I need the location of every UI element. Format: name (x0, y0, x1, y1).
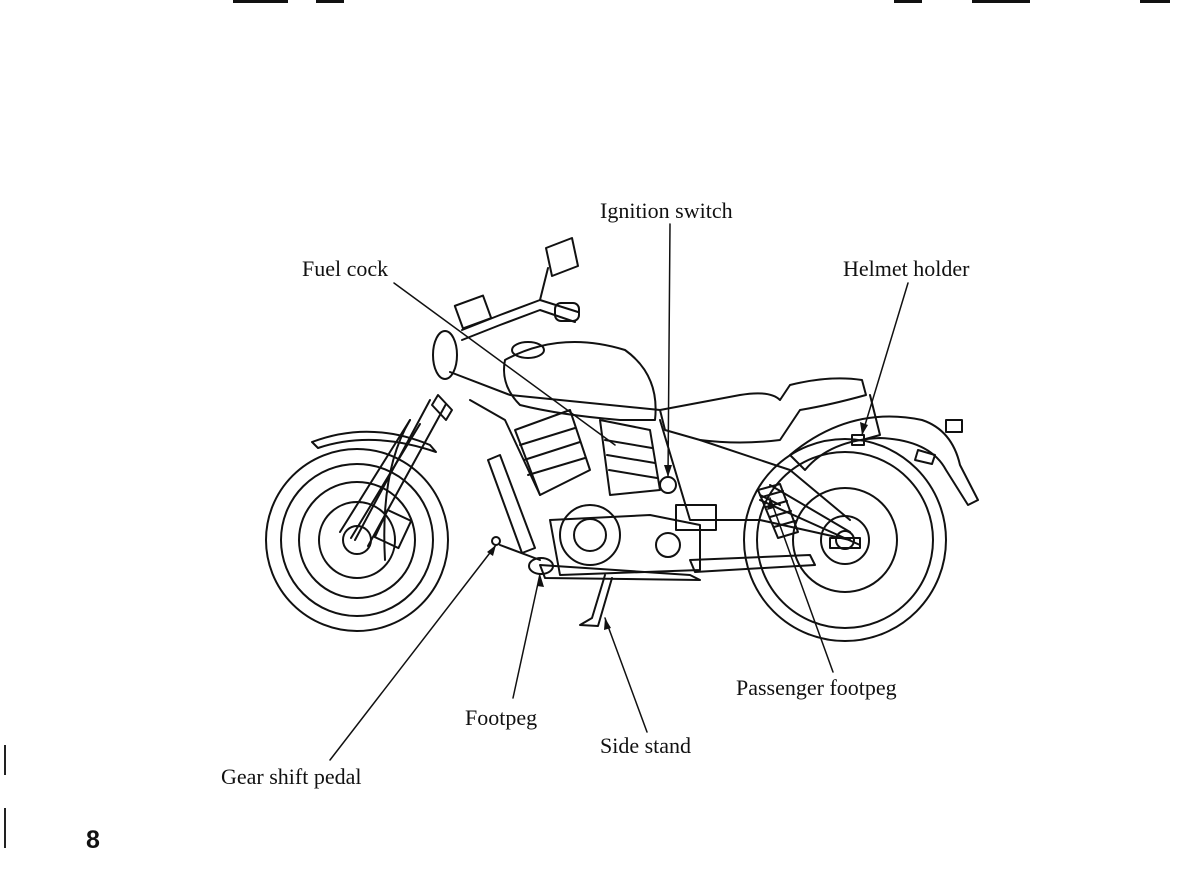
headlight (432, 330, 458, 380)
margin-mark (4, 808, 6, 848)
exhaust (539, 554, 816, 581)
front-wheel (265, 448, 449, 632)
top-rule (316, 0, 344, 3)
handlebar (453, 237, 580, 341)
label-ignition-switch: Ignition switch (600, 198, 733, 223)
label-helmet-holder: Helmet holder (843, 256, 970, 281)
leader-helmet-holder (861, 282, 909, 436)
rear-turn-signal (914, 449, 936, 465)
rear-shock (757, 483, 799, 539)
leader-side-stand (604, 617, 648, 733)
top-rule (1140, 0, 1170, 3)
footpeg-shape (528, 557, 554, 575)
arrowheads (487, 422, 868, 630)
leader-passenger-footpeg (769, 497, 834, 673)
top-rule (894, 0, 922, 3)
rear-wheel (743, 438, 947, 642)
page-number: 8 (86, 826, 100, 854)
label-gear-shift-pedal: Gear shift pedal (221, 764, 362, 789)
front-fender (311, 430, 437, 453)
front-fork (339, 399, 447, 561)
leader-footpeg (512, 573, 541, 699)
label-passenger-footpeg: Passenger footpeg (736, 675, 897, 700)
top-rule (972, 0, 1030, 3)
side-stand-shape (579, 574, 613, 627)
frame-cover (487, 454, 536, 554)
front-turn-signal (431, 394, 453, 421)
top-rule (233, 0, 288, 3)
leader-fuel-cock (393, 282, 616, 446)
label-side-stand: Side stand (600, 733, 692, 758)
ignition-switch-shape (659, 476, 677, 494)
leader-ignition-switch (667, 223, 671, 478)
gear-pedal-arm (499, 544, 541, 561)
engine (514, 409, 717, 576)
label-fuel-cock: Fuel cock (302, 256, 389, 281)
margin-mark (4, 745, 6, 775)
leader-lines (329, 223, 909, 761)
label-footpeg: Footpeg (465, 705, 538, 730)
fuel-tank (503, 341, 657, 421)
seat (659, 377, 867, 444)
tail-light (945, 419, 963, 433)
gear-pedal-tip (491, 536, 501, 546)
leader-gear-shift-pedal (329, 544, 497, 761)
